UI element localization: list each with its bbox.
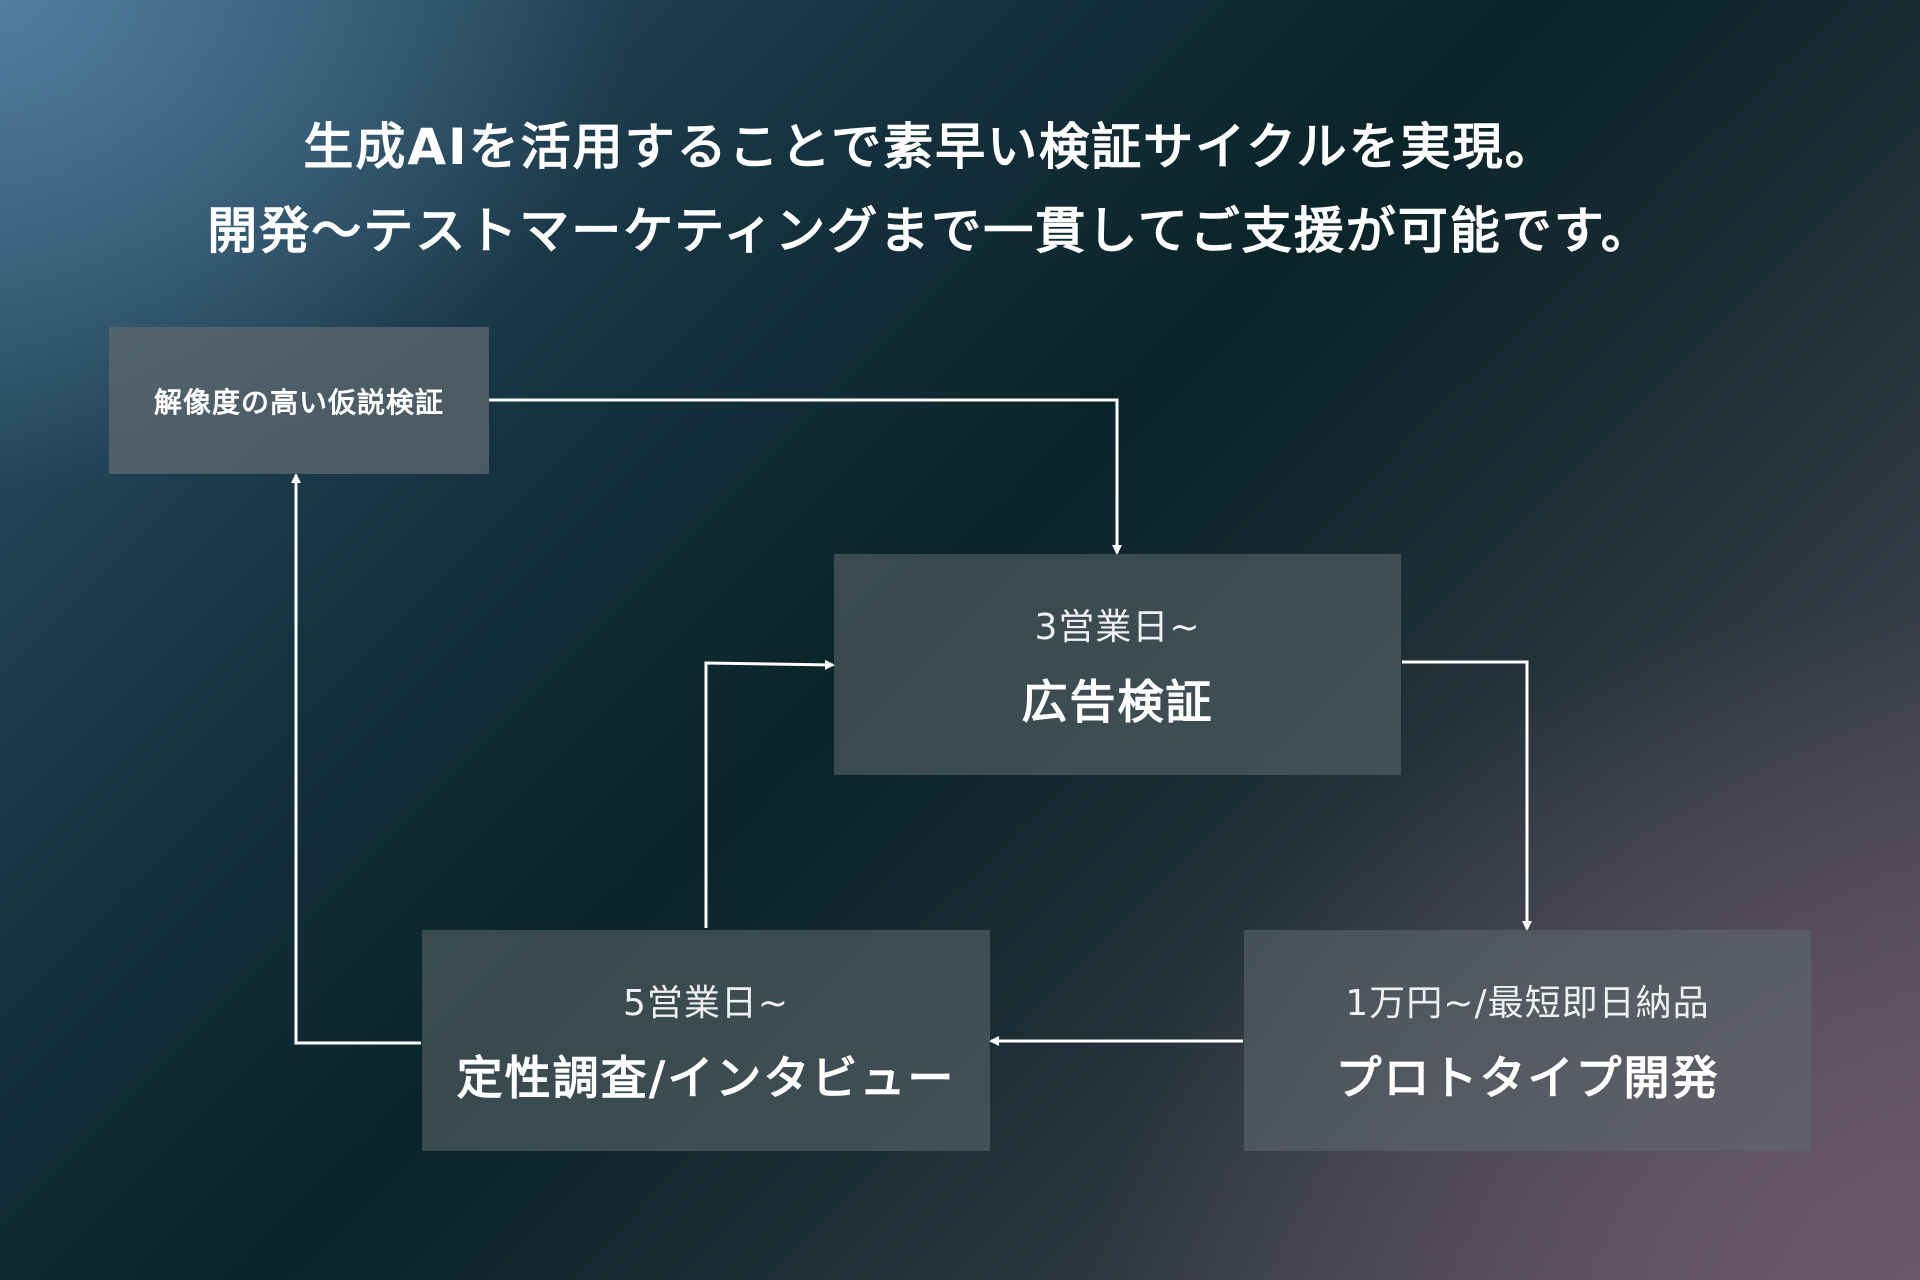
arrow-research-to-ad <box>704 659 835 928</box>
box-hypothesis: 解像度の高い仮説検証 <box>109 327 489 474</box>
box-research: 5営業日~ 定性調査/インタビュー <box>422 930 990 1151</box>
arrow-research-to-hypothesis <box>291 473 421 1045</box>
headline-line-1: 生成AIを活用することで素早い検証サイクルを実現。 <box>303 118 1557 176</box>
headline-line-2: 開発〜テストマーケティングまで一貫してご支援が可能です。 <box>207 202 1653 260</box>
prototype-pricing: 1万円~/最短即日納品 <box>1345 982 1710 1024</box>
arrow-ad-to-prototype <box>1402 660 1532 931</box>
box-ad-test: 3営業日~ 広告検証 <box>834 554 1401 775</box>
box-prototype: 1万円~/最短即日納品 プロトタイプ開発 <box>1244 930 1811 1151</box>
ad-test-duration: 3営業日~ <box>1034 606 1201 648</box>
hypothesis-label: 解像度の高い仮説検証 <box>153 385 444 419</box>
ad-test-title: 広告検証 <box>1021 674 1214 729</box>
prototype-title: プロトタイプ開発 <box>1335 1050 1720 1105</box>
research-title: 定性調査/インタビュー <box>456 1050 956 1105</box>
arrow-hypothesis-to-ad <box>489 398 1122 555</box>
research-duration: 5営業日~ <box>622 982 790 1024</box>
